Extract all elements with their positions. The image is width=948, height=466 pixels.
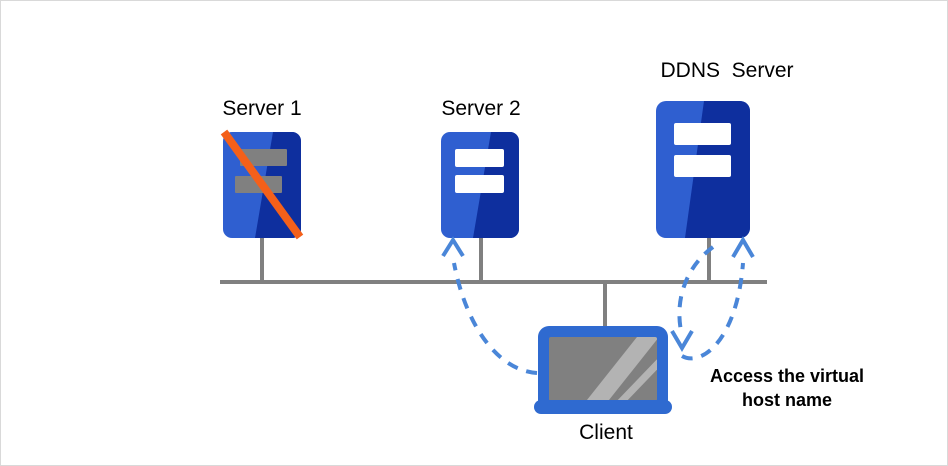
server-2-label: Server 2 bbox=[441, 97, 521, 120]
client-label: Client bbox=[579, 421, 633, 444]
flow-client-to-server-2-arrowhead bbox=[441, 236, 465, 258]
ddns-server-slot-top bbox=[674, 123, 731, 145]
flow-client-to-server-2-path bbox=[452, 262, 538, 375]
flow-ddns-query-down bbox=[670, 245, 715, 352]
server-1-slot-top bbox=[240, 149, 287, 166]
network-bus bbox=[220, 238, 767, 331]
flow-ddns-query-down-arrowhead bbox=[670, 329, 694, 352]
client-screen-glare-narrow bbox=[613, 353, 657, 401]
server-1-disabled-slash bbox=[220, 129, 304, 240]
flow-ddns-query-up bbox=[681, 236, 755, 361]
client-screen-glare-wide bbox=[583, 337, 657, 401]
flow-ddns-query-up-arrowhead bbox=[731, 236, 755, 259]
server-2-icon[interactable] bbox=[441, 132, 519, 238]
access-virtual-host-name-annotation: Access the virtual host name bbox=[709, 366, 865, 411]
flow-ddns-query-down-path bbox=[677, 245, 715, 332]
ddns-server-label: DDNS Server bbox=[660, 59, 794, 82]
server-2-slot-top bbox=[455, 149, 504, 167]
server-2-slot-bottom bbox=[455, 175, 504, 193]
flow-ddns-query-up-path bbox=[681, 262, 745, 361]
server-1-label: Server 1 bbox=[222, 97, 302, 120]
ddns-server-icon[interactable] bbox=[656, 101, 750, 238]
client-icon[interactable] bbox=[534, 326, 673, 414]
server-1-icon[interactable] bbox=[220, 129, 304, 240]
ddns-server-slot-bottom bbox=[674, 155, 731, 177]
client-base bbox=[534, 400, 672, 414]
flow-client-to-server-2 bbox=[441, 236, 538, 375]
